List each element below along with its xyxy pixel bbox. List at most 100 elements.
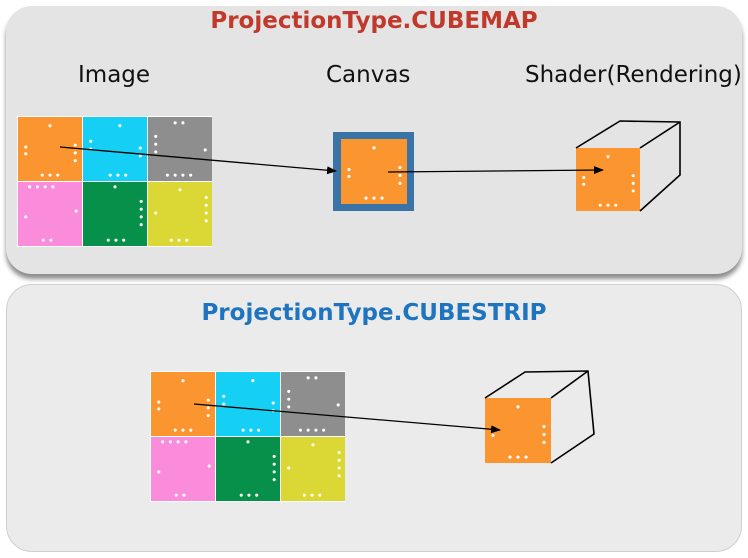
face-dot (41, 238, 45, 242)
face-dot (542, 440, 546, 444)
face-dot (222, 394, 226, 398)
face-dot (204, 195, 208, 200)
face-dot (118, 124, 122, 128)
face-dot (516, 405, 520, 409)
face-dot (178, 188, 182, 192)
shader-label: Shader(Rendering) (525, 62, 742, 88)
face-dot (139, 199, 143, 203)
face-dot (614, 203, 618, 207)
face-dot (249, 428, 253, 432)
face-dot (40, 173, 44, 177)
cubemap-image-face-yellow (148, 182, 212, 246)
face-dot (113, 185, 117, 189)
face-dot (139, 215, 143, 219)
shader-front-face-fill (576, 148, 640, 211)
face-dot (542, 432, 546, 437)
face-dot (298, 428, 302, 432)
face-dot (203, 148, 207, 152)
face-dot (181, 379, 185, 383)
cubestrip-render-cube-edge-top (550, 370, 589, 399)
face-dot (154, 150, 158, 154)
face-dot (364, 196, 368, 200)
face-dot (255, 493, 259, 497)
arrow-strip-to-render (193, 403, 501, 434)
face-dot (631, 174, 635, 178)
face-dot (287, 389, 291, 393)
face-dot (73, 159, 77, 163)
face-dot (157, 407, 161, 411)
cubestrip-image-face-yellow (281, 437, 345, 501)
cubestrip-image-face-pink (151, 437, 215, 501)
face-dot (157, 400, 161, 404)
face-dot (204, 219, 208, 223)
cubestrip-image-face-orange-fill (151, 372, 215, 436)
cubestrip-image-face-yellow-fill (281, 437, 345, 501)
cubestrip-image-face-green-fill (216, 437, 280, 501)
face-dot (184, 440, 188, 444)
shader-cube-edge-top (639, 121, 681, 149)
face-dot (372, 196, 376, 200)
face-dot (89, 139, 93, 143)
face-dot (347, 167, 351, 172)
face-dot (181, 173, 185, 177)
face-dot (398, 173, 402, 178)
cubestrip-image-face-orange (151, 372, 215, 436)
face-dot (207, 464, 211, 468)
face-dot (337, 474, 341, 478)
face-dot (174, 493, 178, 497)
face-dot (108, 173, 112, 177)
face-dot (516, 455, 520, 459)
cubestrip-image-face-cyan (216, 372, 280, 436)
face-dot (239, 493, 243, 497)
face-dot (272, 462, 276, 466)
face-dot (173, 428, 177, 432)
cubestrip-image-face-pink-fill (151, 437, 215, 501)
face-dot (598, 203, 602, 207)
face-dot (606, 203, 610, 207)
shader-front-face (576, 148, 640, 211)
face-dot (287, 466, 291, 470)
arrow-canvas-to-shader (387, 166, 604, 175)
face-dot (582, 182, 586, 186)
image-label: Image (78, 62, 151, 88)
face-dot (398, 181, 402, 185)
cubemap-image-face-green (83, 182, 147, 246)
face-dot (181, 121, 185, 125)
face-dot (48, 124, 52, 128)
face-dot (302, 493, 306, 497)
face-dot (631, 181, 635, 185)
face-dot (185, 238, 189, 242)
face-dot (139, 207, 143, 211)
face-dot (173, 173, 177, 177)
face-dot (380, 196, 384, 200)
face-dot (161, 440, 165, 444)
cubemap-image-face-orange (18, 117, 82, 181)
face-dot (372, 146, 376, 150)
face-dot (165, 173, 169, 177)
face-dot (306, 376, 310, 380)
face-dot (49, 238, 53, 242)
face-dot (114, 238, 118, 242)
face-dot (306, 428, 310, 432)
cubestrip-image-face-green (216, 437, 280, 501)
cubemap-image-face-gray-fill (148, 117, 212, 181)
cubestrip-panel (6, 284, 742, 552)
face-dot (247, 493, 251, 497)
face-dot (157, 470, 161, 474)
face-dot (204, 203, 208, 207)
cubemap-image-face-gray (148, 117, 212, 181)
face-dot (35, 185, 39, 189)
face-dot (48, 173, 52, 177)
face-dot (524, 455, 528, 459)
face-dot (257, 428, 261, 432)
face-dot (122, 238, 126, 242)
face-dot (311, 443, 315, 447)
face-dot (398, 165, 402, 170)
face-dot (182, 493, 186, 497)
face-dot (272, 470, 276, 474)
face-dot (314, 428, 318, 432)
face-dot (154, 211, 158, 215)
face-dot (272, 454, 276, 458)
cubemap-image-face-pink (18, 182, 82, 246)
